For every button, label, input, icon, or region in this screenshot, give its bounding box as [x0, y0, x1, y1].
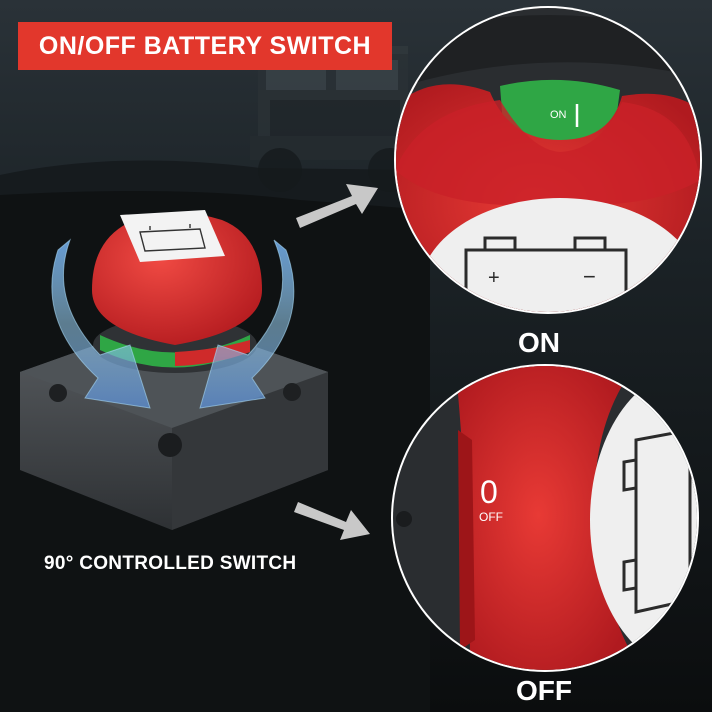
pointer-arrow-icon [296, 184, 378, 228]
on-indicator [500, 79, 620, 150]
off-caption: OFF [516, 675, 572, 706]
zoom-on: ON + − [394, 6, 702, 314]
battery-icon [139, 224, 206, 252]
title-banner: ON/OFF BATTERY SWITCH [18, 22, 392, 70]
rotation-arrow-icon [51, 238, 295, 409]
rotation-caption: 90° CONTROLLED SWITCH [44, 553, 297, 574]
on-marker-text: ON [550, 109, 567, 121]
pointer-arrow-icon [294, 502, 370, 540]
knob-face [420, 198, 700, 312]
minus-terminal: − [583, 264, 596, 289]
banner-title: ON/OFF BATTERY SWITCH [38, 31, 372, 60]
on-caption: ON [518, 327, 560, 358]
off-text: OFF [479, 510, 503, 524]
housing-side [172, 372, 328, 530]
mount-hole [158, 433, 182, 457]
plus-terminal: + [488, 267, 500, 289]
zoom-off: 0 OFF [391, 364, 699, 672]
off-digit: 0 [480, 474, 498, 510]
